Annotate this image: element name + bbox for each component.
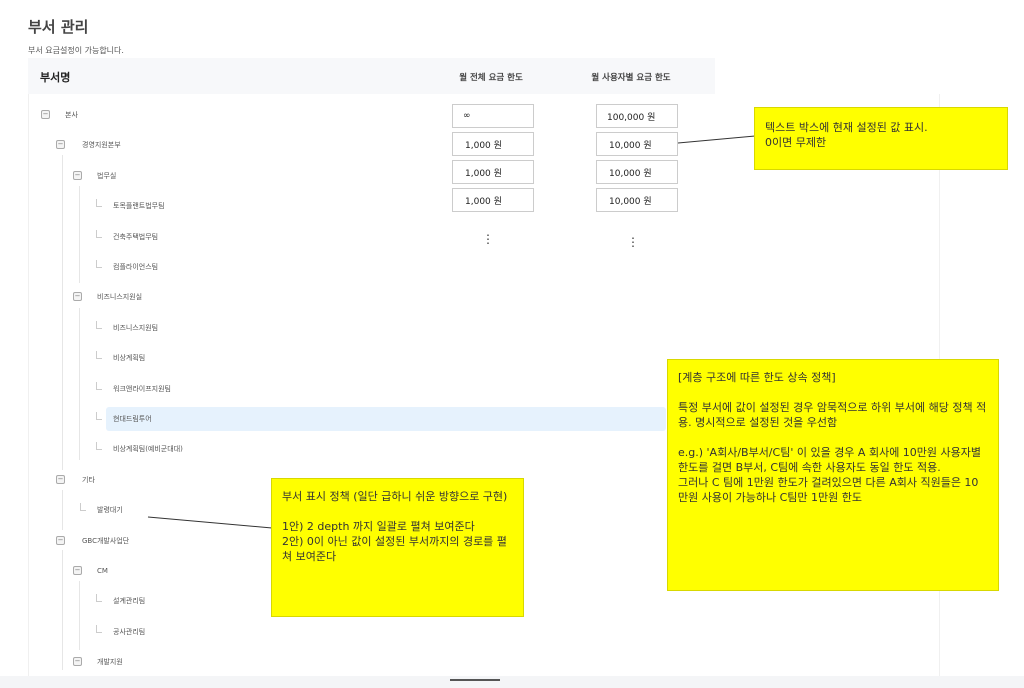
monthly-total-limit-input[interactable]: 1,000 원 xyxy=(452,188,534,212)
tree-guide-line xyxy=(62,490,63,530)
tree-connector-icon xyxy=(96,381,102,390)
column-header-name: 부서명 xyxy=(40,71,71,84)
tree-row[interactable]: 워크앤라이프지원팀 xyxy=(109,377,409,401)
tree-row[interactable]: 설계관리팀 xyxy=(109,589,409,613)
tree-row-label: 건축주택법무팀 xyxy=(113,232,159,241)
note-display-policy: 부서 표시 정책 (일단 급하니 쉬운 방향으로 구현) 1안) 2 depth… xyxy=(271,478,524,617)
collapse-toggle-icon[interactable]: − xyxy=(73,566,82,575)
resize-handle[interactable] xyxy=(450,679,500,681)
column-header-user-limit: 월 사용자별 요금 한도 xyxy=(591,73,671,83)
table-header xyxy=(28,58,715,94)
collapse-toggle-icon[interactable]: − xyxy=(41,110,50,119)
tree-row-label: 토목플랜트법무팀 xyxy=(113,202,165,211)
collapse-toggle-icon[interactable]: − xyxy=(56,140,65,150)
tree-row[interactable]: 비상계획팀 xyxy=(109,346,409,370)
monthly-total-limit-input[interactable]: 1,000 원 xyxy=(452,160,534,184)
tree-row-label: 비즈니스지원팀 xyxy=(113,323,159,332)
tree-row-label: 경영지원본부 xyxy=(82,141,121,150)
page-subtitle: 부서 요금설정이 가능합니다. xyxy=(28,46,124,55)
column-header-total-limit: 월 전체 요금 한도 xyxy=(459,73,523,83)
note-textbox-display: 텍스트 박스에 현재 설정된 값 표시. 0이면 무제한 xyxy=(754,107,1008,170)
tree-row[interactable]: 본사 xyxy=(61,103,361,127)
more-ellipsis-user: ⋮ xyxy=(627,235,639,249)
tree-row[interactable]: 발령대기 xyxy=(93,498,393,522)
collapse-toggle-icon[interactable]: − xyxy=(56,474,65,484)
tree-row-label: 비상계획팀(예비군대대) xyxy=(113,445,183,454)
tree-connector-icon xyxy=(96,624,102,633)
tree-connector-icon xyxy=(96,351,102,360)
monthly-user-limit-input[interactable]: 10,000 원 xyxy=(596,132,678,156)
tree-guide-line xyxy=(62,550,63,670)
bottom-bar xyxy=(0,676,1024,688)
tree-row[interactable]: GBC개발사업단 xyxy=(78,529,378,553)
annotation-line-textbox xyxy=(677,135,756,144)
page-title: 부서 관리 xyxy=(28,18,89,36)
tree-row-label: 본사 xyxy=(65,111,78,119)
tree-connector-icon xyxy=(96,229,102,238)
annotation-line-display xyxy=(147,516,273,529)
tree-row[interactable]: 비즈니스지원팀 xyxy=(109,316,409,340)
tree-row[interactable]: 공사관리팀 xyxy=(109,620,409,644)
tree-connector-icon xyxy=(96,442,102,451)
tree-row[interactable]: 개발지원 xyxy=(93,650,393,674)
tree-connector-icon xyxy=(96,320,102,329)
tree-row-label: 현대드림투어 xyxy=(113,415,152,423)
monthly-total-limit-input[interactable]: ∞ xyxy=(452,104,534,128)
tree-row[interactable]: 컴플라이언스팀 xyxy=(109,255,409,279)
tree-row[interactable]: 건축주택법무팀 xyxy=(109,225,409,249)
tree-row-label: 설계관리팀 xyxy=(113,597,146,606)
monthly-user-limit-input[interactable]: 100,000 원 xyxy=(596,104,678,128)
tree-row-label: GBC개발사업단 xyxy=(82,536,130,545)
tree-row[interactable]: CM xyxy=(93,559,393,583)
tree-row-label: 워크앤라이프지원팀 xyxy=(113,384,171,393)
tree-guide-line xyxy=(62,155,63,470)
monthly-user-limit-input[interactable]: 10,000 원 xyxy=(596,188,678,212)
tree-row[interactable]: 비즈니스지원실 xyxy=(93,285,393,309)
collapse-toggle-icon[interactable]: − xyxy=(56,535,65,545)
more-ellipsis-total: ⋮ xyxy=(482,232,494,246)
tree-connector-icon xyxy=(96,594,102,603)
tree-row[interactable]: 법무실 xyxy=(93,164,393,188)
tree-connector-icon xyxy=(80,503,86,512)
tree-row-label: CM xyxy=(97,567,108,575)
tree-guide-line xyxy=(79,581,80,650)
collapse-toggle-icon[interactable]: − xyxy=(73,292,82,302)
tree-connector-icon xyxy=(96,199,102,208)
tree-connector-icon xyxy=(96,260,102,268)
tree-row[interactable]: 경영지원본부 xyxy=(78,133,378,157)
collapse-toggle-icon[interactable]: − xyxy=(73,657,82,667)
tree-guide-line xyxy=(79,308,80,460)
tree-connector-icon xyxy=(96,412,102,420)
collapse-toggle-icon[interactable]: − xyxy=(73,170,82,180)
note-inheritance-policy: [계층 구조에 따른 한도 상속 정책] 특정 부서에 값이 설정된 경우 암묵… xyxy=(667,359,999,591)
tree-row-label: 발령대기 xyxy=(97,506,123,515)
tree-row-label: 공사관리팀 xyxy=(113,627,146,636)
monthly-user-limit-input[interactable]: 10,000 원 xyxy=(596,160,678,184)
tree-row[interactable]: 현대드림투어 xyxy=(106,407,666,431)
tree-row[interactable]: 기타 xyxy=(78,468,378,492)
tree-row-label: 기타 xyxy=(82,475,95,484)
tree-row[interactable]: 토목플랜트법무팀 xyxy=(109,194,409,218)
tree-guide-line xyxy=(79,186,80,283)
monthly-total-limit-input[interactable]: 1,000 원 xyxy=(452,132,534,156)
tree-row-label: 비상계획팀 xyxy=(113,354,146,363)
tree-row-label: 법무실 xyxy=(97,171,117,180)
tree-row[interactable]: 비상계획팀(예비군대대) xyxy=(109,437,409,461)
tree-row-label: 비즈니스지원실 xyxy=(97,293,143,302)
tree-row-label: 컴플라이언스팀 xyxy=(113,263,159,271)
tree-row-label: 개발지원 xyxy=(97,658,123,667)
